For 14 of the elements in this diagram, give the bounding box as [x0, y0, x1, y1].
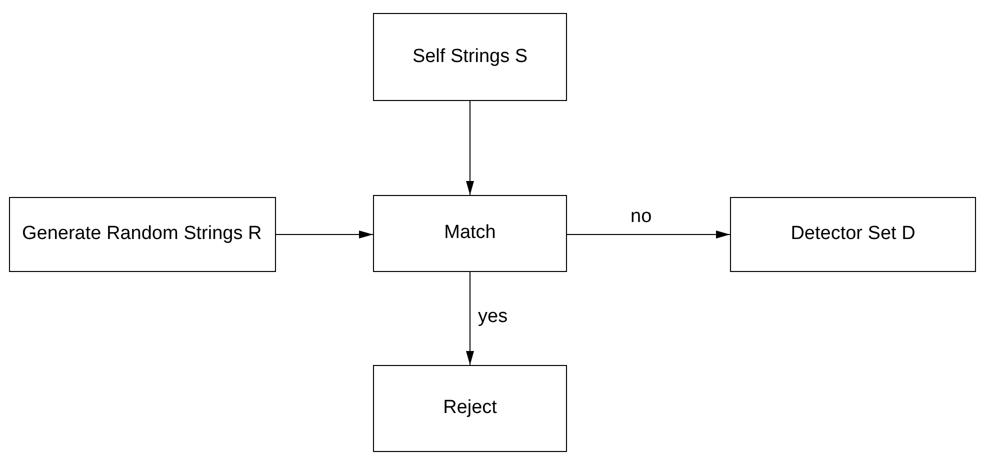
box-label: Reject: [443, 396, 497, 420]
process-box: [9, 197, 276, 272]
process-box: [373, 13, 567, 101]
process-box: [373, 365, 567, 452]
box-label: Generate Random Strings R: [22, 222, 262, 246]
box-label: Match: [444, 221, 496, 246]
process-box: [730, 197, 976, 272]
box-label: Self Strings S: [412, 44, 528, 69]
arrow: [566, 230, 730, 238]
arrow: [466, 100, 474, 196]
arrow: [466, 272, 474, 366]
box-label: Detector Set D: [790, 222, 916, 246]
arrow: [276, 230, 374, 238]
process-box: [373, 195, 567, 272]
